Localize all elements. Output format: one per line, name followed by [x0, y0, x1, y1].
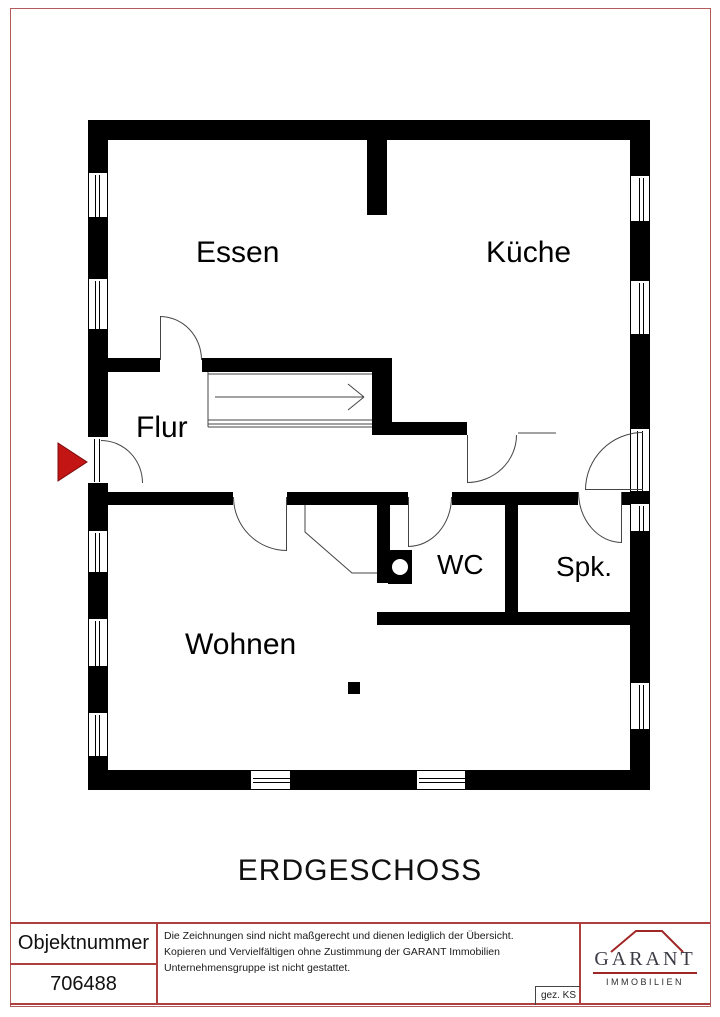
drawn-by-box: gez. KS: [535, 986, 580, 1005]
wall-flur-south: [287, 492, 408, 505]
wall-stair-end: [372, 372, 392, 423]
table-line: [10, 1003, 710, 1005]
floor-plan: Essen Küche Flur Wohnen WC Spk.: [57, 120, 650, 790]
door-arc-wohnen: [233, 497, 287, 551]
room-label-kueche: Küche: [486, 236, 572, 269]
wall-flur-south: [622, 492, 630, 505]
logo-name: GARANT: [594, 948, 696, 970]
door-arc-kueche: [467, 435, 517, 483]
wall-right-segment: [630, 730, 650, 790]
object-number-label: Objektnummer: [17, 932, 150, 954]
window: [250, 770, 291, 790]
window: [88, 530, 108, 573]
door-arc-terrace: [585, 432, 643, 490]
logo-subtitle: IMMOBILIEN: [605, 977, 684, 987]
wall-wc-spk-divider: [505, 503, 518, 612]
room-label-spk: Spk.: [556, 551, 613, 582]
disclaimer-text: Die Zeichnungen sind nicht maßgerecht un…: [164, 928, 574, 980]
wall-left-segment: [88, 757, 108, 790]
drawn-by-text: gez. KS: [541, 990, 577, 1001]
wall-wc-spk-south: [377, 612, 650, 625]
entrance-arrow-icon: [57, 442, 88, 482]
window: [88, 278, 108, 330]
stairs: [207, 372, 372, 428]
room-label-wohnen: Wohnen: [185, 628, 297, 661]
wall-flur-south: [452, 492, 578, 505]
toilet-symbol: [388, 550, 412, 584]
wall-flur-south: [108, 492, 233, 505]
wall-corridor-kueche: [372, 422, 467, 435]
logo-divider-line: [593, 972, 697, 974]
door-arc-essen: [160, 316, 202, 360]
wall-right-segment: [630, 140, 650, 175]
entrance-door-panel: [94, 439, 100, 482]
window: [630, 682, 650, 730]
window: [630, 175, 650, 222]
under-stair-slope-line: [304, 505, 377, 574]
table-line: [10, 922, 710, 924]
window: [88, 618, 108, 667]
wall-right-segment: [630, 335, 650, 428]
wall-wc-west: [377, 503, 390, 583]
wall-flur-north: [108, 358, 160, 372]
door-arc-spk: [578, 492, 622, 543]
wall-bottom-segment: [291, 770, 416, 790]
window: [630, 280, 650, 335]
wall-left-segment: [88, 140, 108, 172]
wall-left-segment: [88, 573, 108, 618]
wall-left-segment: [88, 218, 108, 278]
door-arc-wc: [408, 497, 452, 547]
wall-essen-kueche-divider: [367, 140, 387, 215]
toilet-bowl-icon: [392, 559, 408, 575]
window: [88, 172, 108, 218]
window: [88, 712, 108, 757]
room-label-wc: WC: [437, 549, 484, 580]
page-border: [10, 8, 711, 1007]
room-label-flur: Flur: [136, 411, 188, 444]
window: [630, 503, 650, 532]
door-arc-entrance: [101, 440, 143, 483]
wall-bottom-segment: [466, 770, 650, 790]
garant-logo: GARANT IMMOBILIEN: [585, 926, 705, 988]
floor-title: ERDGESCHOSS: [237, 854, 483, 887]
table-line: [579, 922, 581, 1005]
disclaimer-line: Die Zeichnungen sind nicht maßgerecht un…: [164, 930, 514, 942]
wall-top: [88, 120, 650, 140]
table-line: [156, 922, 158, 1005]
wall-left-segment: [88, 330, 108, 437]
wall-left-segment: [88, 483, 108, 530]
wall-right-segment: [630, 222, 650, 280]
chimney-symbol: [348, 682, 360, 694]
table-line: [10, 963, 157, 965]
room-label-essen: Essen: [196, 236, 280, 269]
wall-left-segment: [88, 667, 108, 712]
stair-direction-arrow: [347, 383, 365, 398]
wall-bottom-segment: [88, 770, 250, 790]
footer-table: Objektnummer 706488 Die Zeichnungen sind…: [0, 920, 720, 1010]
wall-right-segment: [630, 492, 650, 503]
object-number-value: 706488: [50, 973, 117, 995]
wall-flur-north: [202, 358, 392, 372]
window: [416, 770, 466, 790]
disclaimer-line: Kopieren und Vervielfältigen ohne Zustim…: [164, 946, 500, 958]
wall-right-segment: [630, 532, 650, 682]
disclaimer-line: Unternehmensgruppe ist nicht gestattet.: [164, 962, 351, 974]
